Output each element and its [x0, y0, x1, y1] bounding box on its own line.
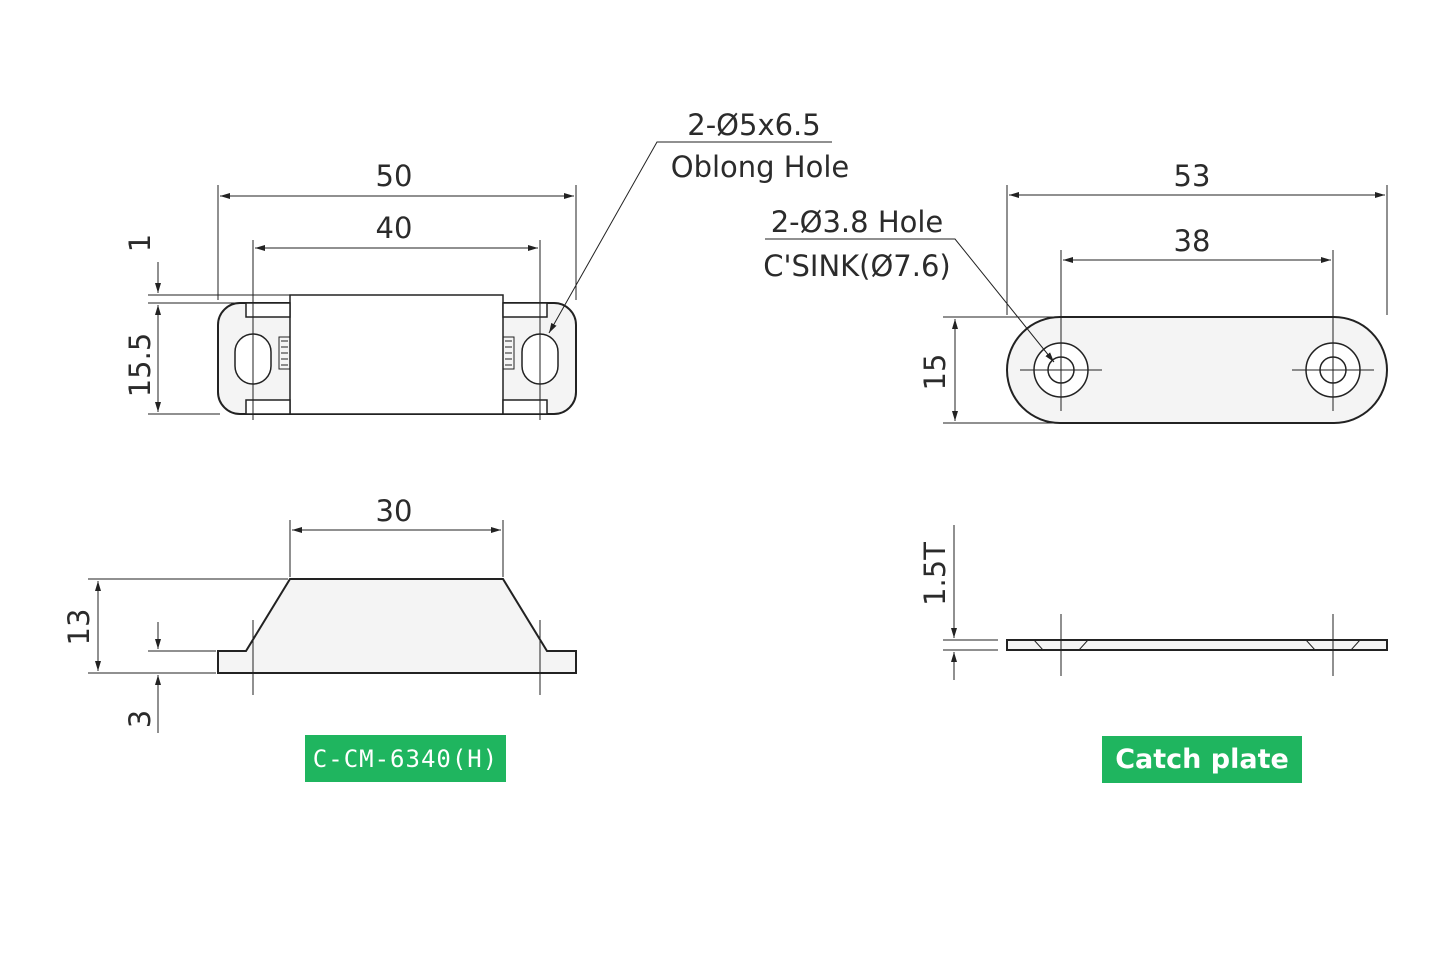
dim-magnet-width: 50 — [376, 159, 413, 193]
magnet-hole-callout-line1: 2-Ø5x6.5 — [687, 108, 820, 142]
dim-plate-width: 53 — [1174, 159, 1211, 193]
dim-magnet-height: 15.5 — [123, 333, 157, 398]
dim-magnet-pitch: 40 — [376, 211, 413, 245]
magnet-top-view — [148, 141, 832, 420]
magnet-side-view — [88, 520, 577, 733]
plate-hole-callout-line1: 2-Ø3.8 Hole — [771, 205, 944, 239]
magnet-model-label: C-CM-6340(H) — [305, 735, 506, 782]
plate-top-view — [765, 185, 1388, 424]
dim-magnet-base: 3 — [123, 710, 157, 728]
dim-plate-pitch: 38 — [1174, 224, 1211, 258]
plate-hole-callout-line2: C'SINK(Ø7.6) — [763, 249, 950, 283]
dim-plate-thickness: 1.5T — [918, 542, 952, 606]
catch-plate-label: Catch plate — [1102, 736, 1302, 783]
dim-magnet-top-width: 30 — [376, 494, 413, 528]
magnet-hole-callout-line2: Oblong Hole — [671, 150, 850, 184]
dim-plate-height: 15 — [918, 354, 952, 391]
plate-side-view — [943, 525, 1388, 680]
dim-magnet-side-height: 13 — [62, 609, 96, 646]
dim-magnet-edge: 1 — [123, 234, 157, 252]
